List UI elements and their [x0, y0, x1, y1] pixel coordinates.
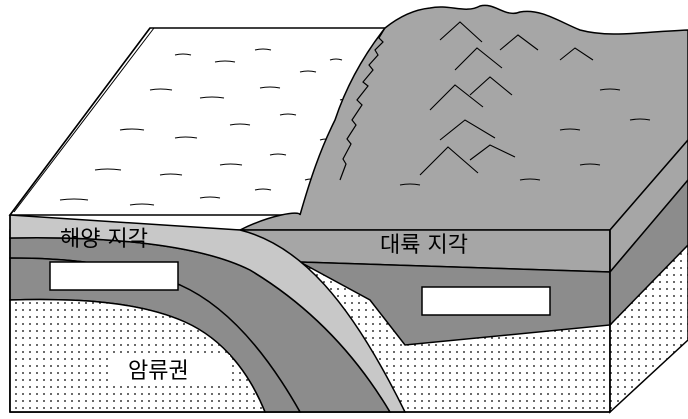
ocean-wave-marks	[59, 48, 353, 206]
oceanic-lithosphere-blank	[49, 261, 179, 291]
asthenosphere-label: 암류권	[128, 359, 189, 384]
oceanic-crust-label: 해양 지각	[60, 227, 148, 252]
continent-surface	[239, 4, 688, 231]
oceanic-crust	[9, 214, 407, 413]
continental-lithosphere-blank	[421, 286, 551, 316]
mountain-ridges	[399, 21, 651, 186]
continental-crust-label: 대륙 지각	[380, 233, 468, 258]
asthenosphere-label-bg	[112, 355, 230, 385]
coastline	[339, 27, 386, 181]
